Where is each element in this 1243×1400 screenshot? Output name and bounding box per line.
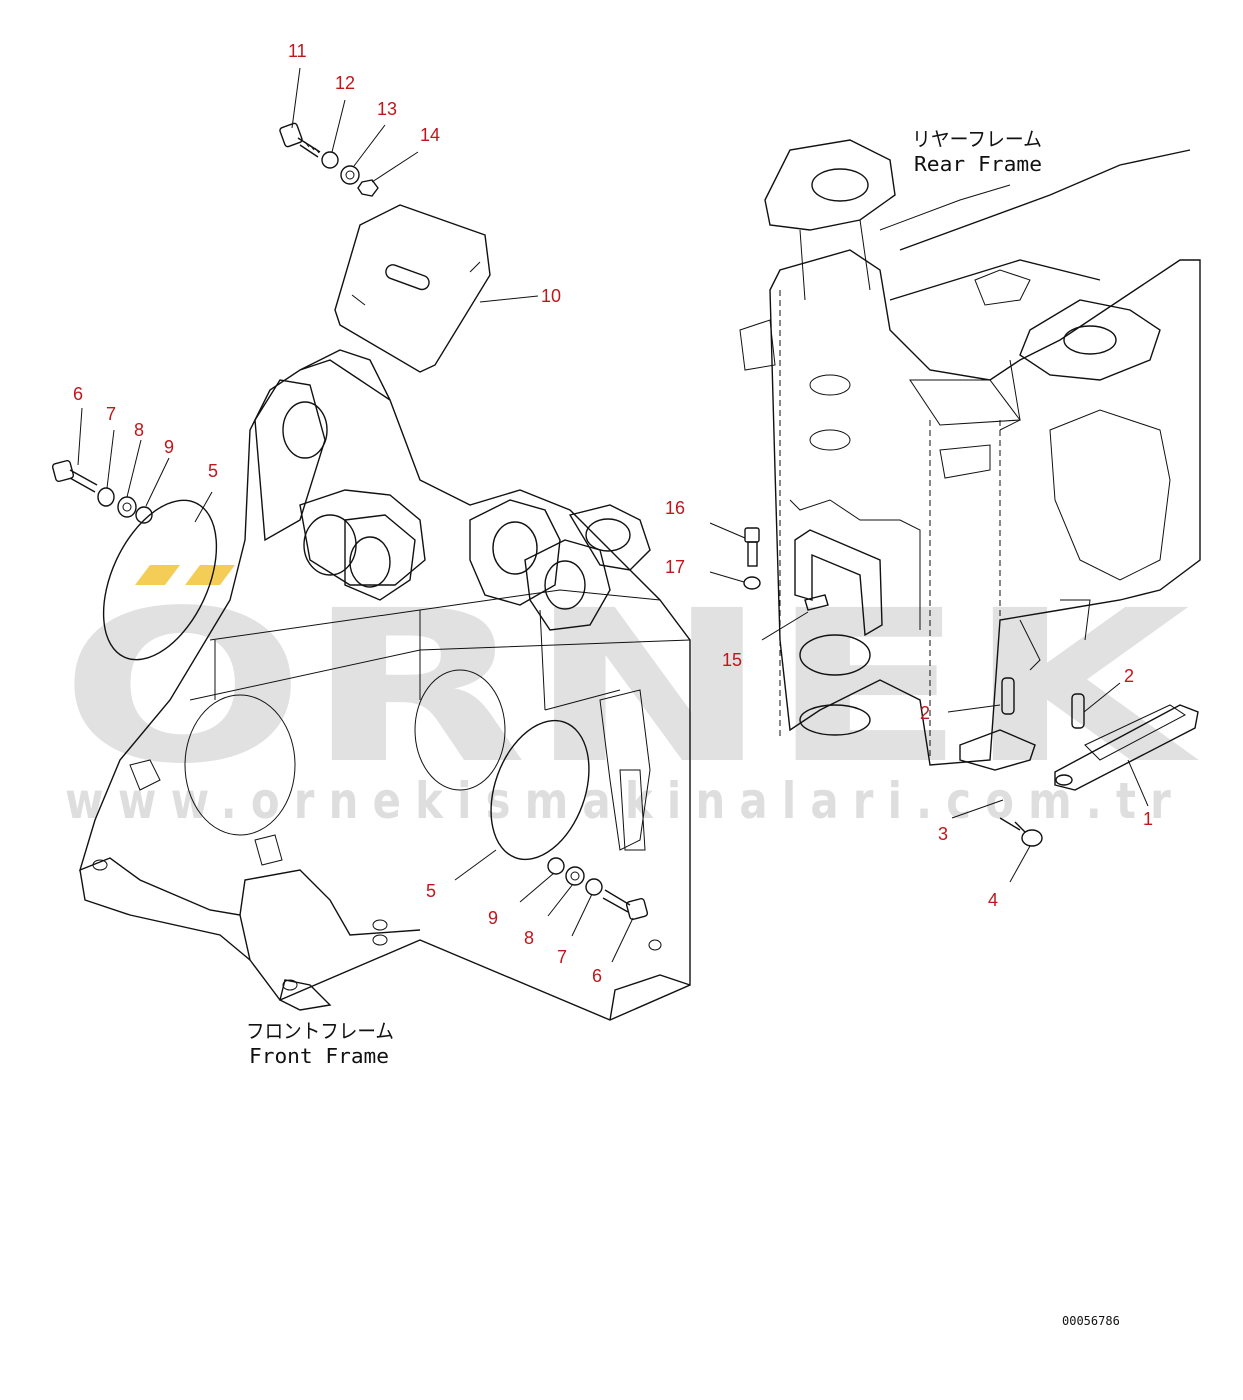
callout-7-right: 7 xyxy=(557,947,567,967)
callout-1: 1 xyxy=(1143,809,1153,829)
callout-3: 3 xyxy=(938,824,948,844)
watermark: ORNEK www.ornekismakinalari.com.tr xyxy=(60,565,1200,830)
callout-16: 16 xyxy=(665,498,685,518)
callout-12: 12 xyxy=(335,73,355,93)
callout-7-left: 7 xyxy=(106,404,116,424)
callout-13: 13 xyxy=(377,99,397,119)
callout-8-right: 8 xyxy=(524,928,534,948)
callout-11: 11 xyxy=(288,41,307,61)
step-set xyxy=(959,677,1199,847)
callout-17: 17 xyxy=(665,557,685,577)
callout-8-left: 8 xyxy=(134,420,144,440)
callout-10: 10 xyxy=(541,286,561,306)
watermark-accent-shape xyxy=(185,565,235,585)
leader-lines xyxy=(77,67,1149,963)
rear-frame-label-jp: リヤーフレーム xyxy=(912,127,1042,151)
callout-15: 15 xyxy=(722,650,742,670)
bracket-set xyxy=(743,527,883,637)
drawing-number: 00056786 xyxy=(1062,1314,1120,1328)
callout-5-left: 5 xyxy=(208,461,218,481)
front-frame-drawing xyxy=(78,349,691,1021)
bolt-set-right xyxy=(490,719,649,921)
callout-9-right: 9 xyxy=(488,908,498,928)
cover-plate-10 xyxy=(334,204,491,373)
bolt-set-top xyxy=(279,122,379,197)
watermark-brand: ORNEK xyxy=(60,565,1200,810)
callout-2-right: 2 xyxy=(1124,666,1134,686)
callout-14: 14 xyxy=(420,125,440,145)
watermark-accent-shape xyxy=(135,565,180,585)
bolt-set-left xyxy=(51,459,218,661)
rear-frame-drawing xyxy=(739,139,1201,766)
callout-6-left: 6 xyxy=(73,384,83,404)
callout-numbers: 11 12 13 14 10 6 7 8 9 5 16 17 15 2 2 1 … xyxy=(73,41,1153,986)
callout-9-left: 9 xyxy=(164,437,174,457)
watermark-url: www.ornekismakinalari.com.tr xyxy=(65,772,1185,830)
callout-5-right: 5 xyxy=(426,881,436,901)
callout-2-left: 2 xyxy=(920,703,930,723)
frame-labels: リヤーフレーム Rear Frame フロントフレーム Front Frame xyxy=(246,127,1042,1068)
callout-4: 4 xyxy=(988,890,998,910)
front-frame-label-en: Front Frame xyxy=(249,1044,389,1068)
rear-frame-label-en: Rear Frame xyxy=(914,152,1042,176)
front-frame-label-jp: フロントフレーム xyxy=(246,1019,394,1043)
callout-6-right: 6 xyxy=(592,966,602,986)
